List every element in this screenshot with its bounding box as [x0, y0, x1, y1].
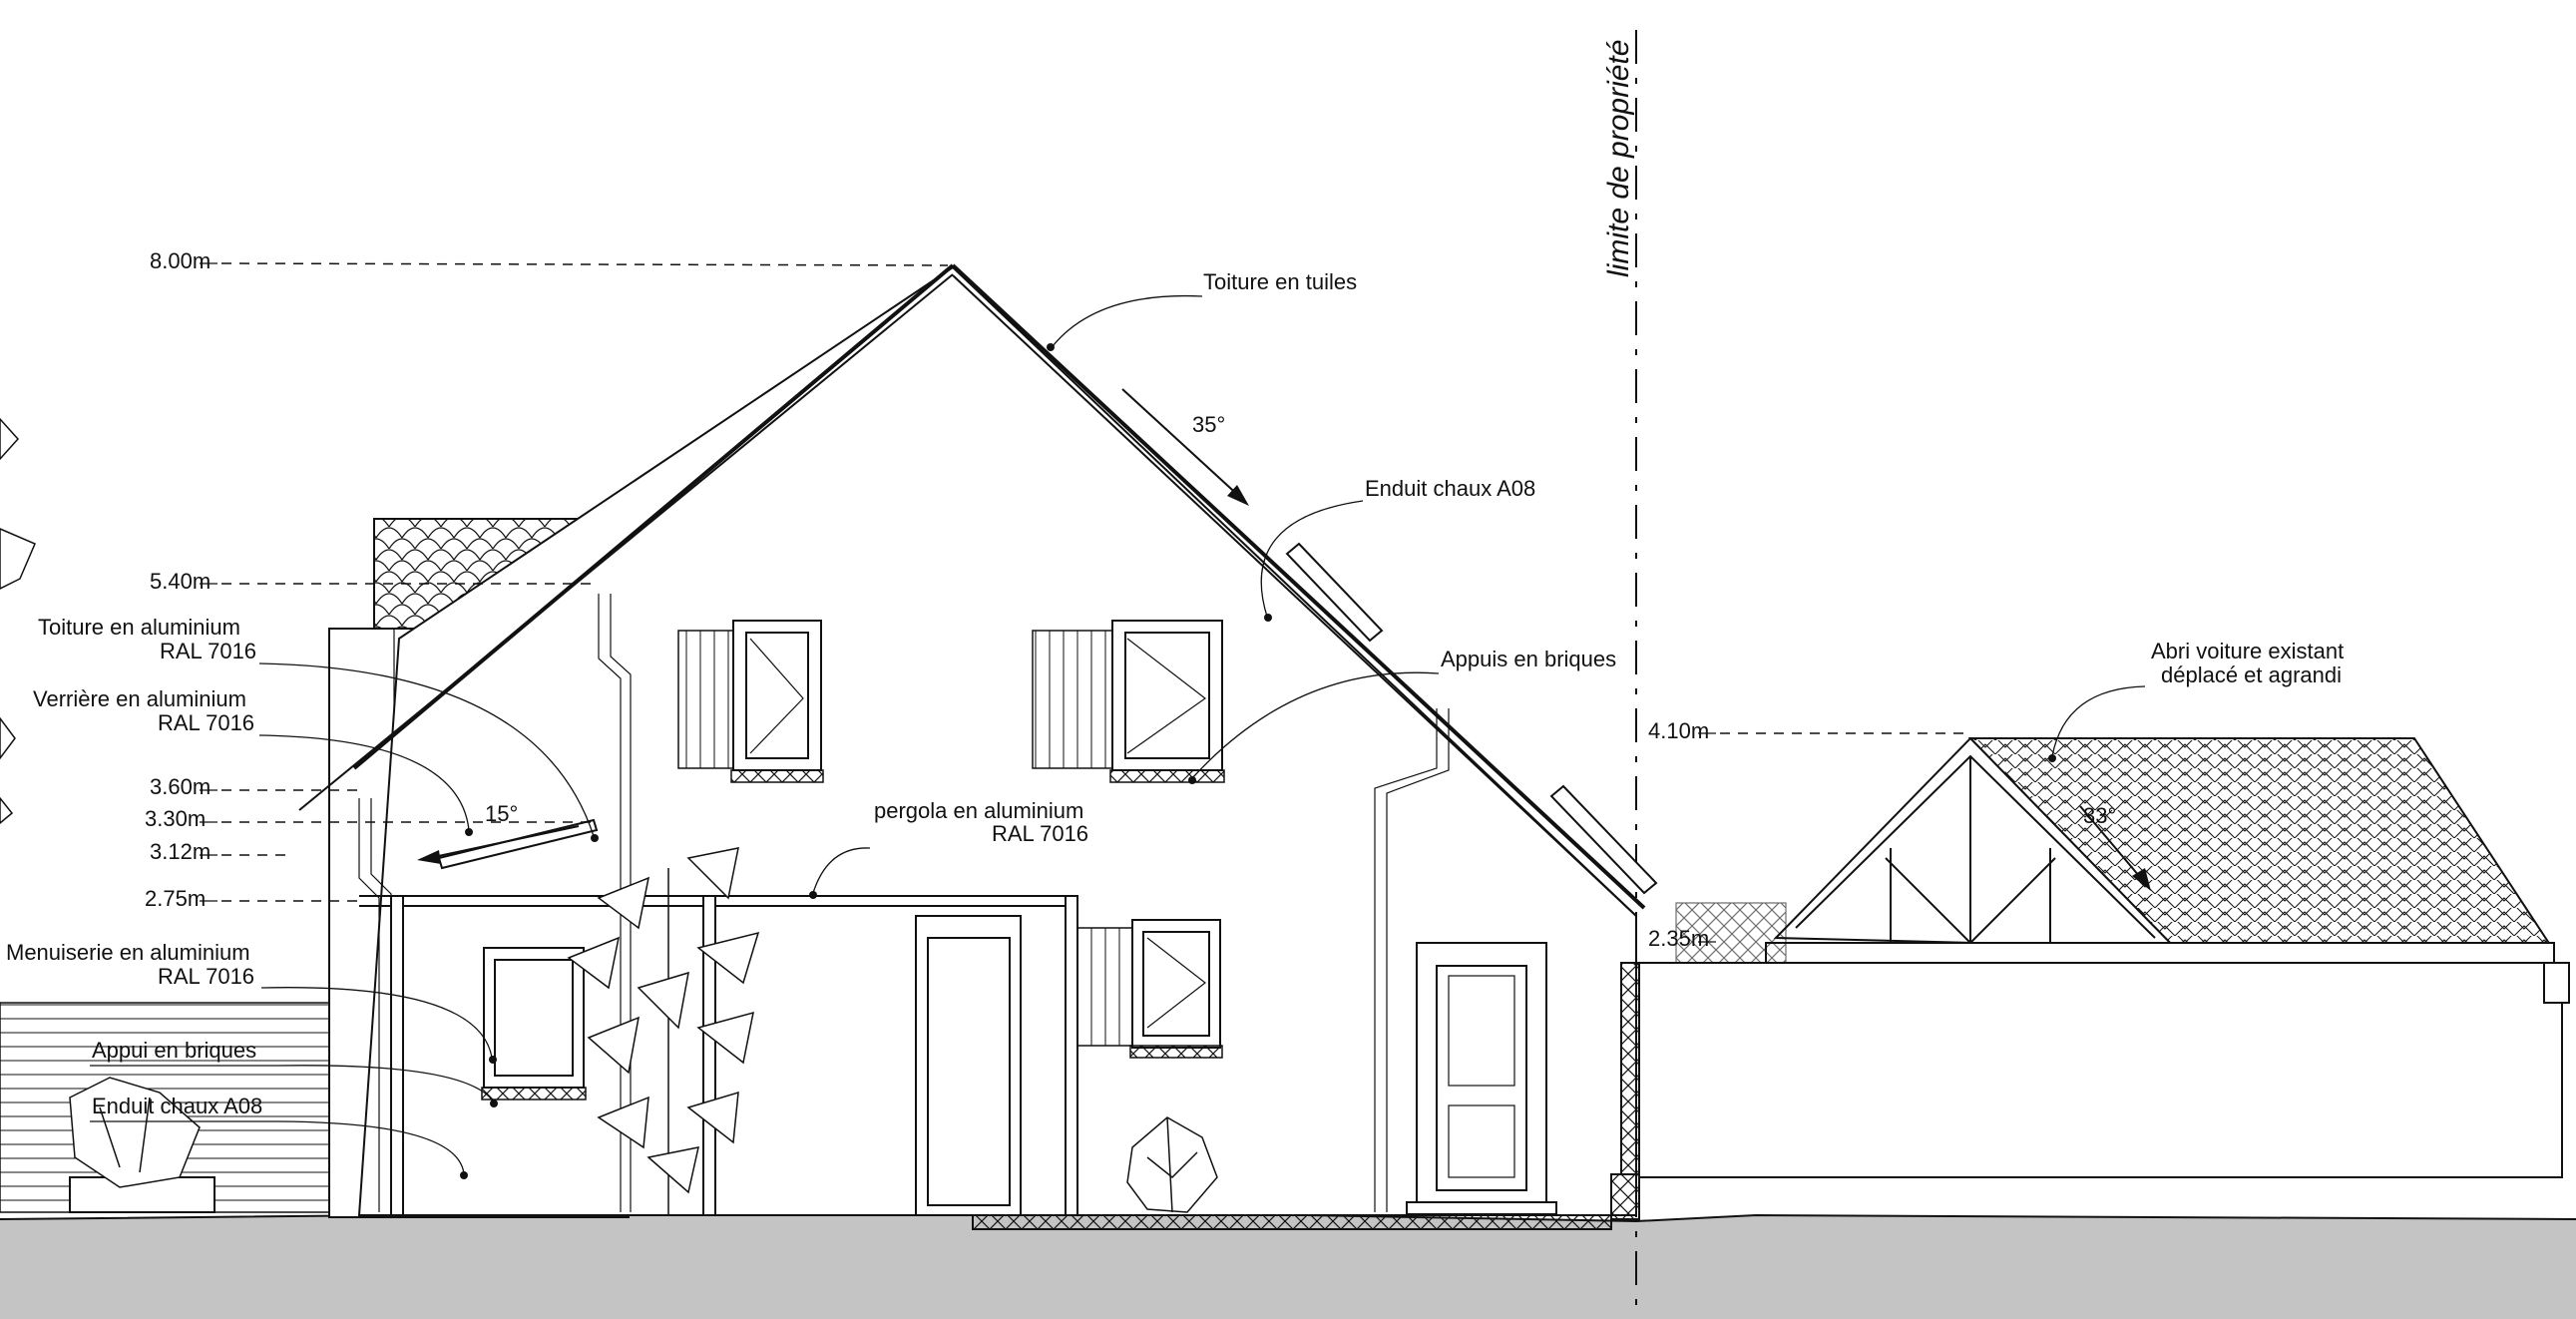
- svg-text:5.40m: 5.40m: [150, 569, 211, 594]
- note-verriere-aluminium: Verrière en aluminium RAL 7016: [33, 686, 473, 836]
- note-appuis-briques-right: Appuis en briques: [1188, 647, 1616, 784]
- svg-text:Toiture en tuiles: Toiture en tuiles: [1203, 269, 1357, 294]
- carport-slope: 33°: [2079, 803, 2151, 891]
- svg-text:Appui en briques: Appui en briques: [92, 1038, 256, 1063]
- tree-far-left: [0, 417, 36, 824]
- level-3-30: 3.30m: [145, 806, 599, 831]
- ground: [0, 1209, 2576, 1319]
- level-5-40: 5.40m: [150, 569, 599, 594]
- level-3-60: 3.60m: [150, 774, 359, 799]
- boundary-wall: [1638, 962, 2563, 1178]
- note-toiture-aluminium: Toiture en aluminium RAL 7016: [38, 615, 599, 842]
- svg-text:33°: 33°: [2083, 803, 2116, 828]
- main-roof-right-inner: [952, 274, 1637, 917]
- main-roof-left-inner: [298, 273, 954, 811]
- level-2-35: 2.35m: [1648, 926, 1716, 951]
- note-toiture-tuiles: Toiture en tuiles: [1047, 269, 1357, 351]
- carport-beam: [1765, 942, 2555, 964]
- boundary-wall-cap: [2543, 962, 2570, 1004]
- svg-text:8.00m: 8.00m: [150, 248, 211, 273]
- boundary-post-base: [1610, 1173, 1640, 1220]
- svg-text:2.75m: 2.75m: [145, 886, 206, 911]
- shrub-left: [69, 1077, 201, 1188]
- svg-text:Abri voiture existant: Abri voiture existant: [2151, 639, 2344, 663]
- note-enduit-chaux-left: Enduit chaux A08: [90, 1094, 468, 1179]
- entrance-door: [1406, 942, 1557, 1215]
- svg-text:Enduit chaux A08: Enduit chaux A08: [1365, 476, 1535, 501]
- svg-text:3.12m: 3.12m: [150, 839, 211, 864]
- tree-left: [567, 847, 760, 1215]
- level-8-00: 8.00m: [150, 248, 949, 273]
- veranda-glass: [437, 818, 599, 870]
- veranda-slope: 15°: [417, 801, 580, 864]
- svg-text:Menuiserie en aluminium: Menuiserie en aluminium: [6, 940, 250, 965]
- svg-text:Enduit chaux A08: Enduit chaux A08: [92, 1094, 262, 1118]
- svg-text:Toiture en aluminium: Toiture en aluminium: [38, 615, 240, 640]
- ground-window-right: [1076, 919, 1223, 1059]
- downpipe-right: [1374, 708, 1450, 1212]
- roof-window-1: [1285, 542, 1384, 643]
- svg-text:4.10m: 4.10m: [1648, 718, 1709, 743]
- svg-text:Verrière en aluminium: Verrière en aluminium: [33, 686, 246, 711]
- svg-text:15°: 15°: [485, 801, 518, 826]
- svg-text:3.60m: 3.60m: [150, 774, 211, 799]
- level-4-10: 4.10m: [1648, 718, 1970, 743]
- upper-window-right: [1032, 620, 1225, 783]
- note-abri-voiture: Abri voiture existant déplacé et agrandi: [2048, 639, 2344, 762]
- svg-text:RAL 7016: RAL 7016: [158, 964, 254, 989]
- svg-text:RAL 7016: RAL 7016: [992, 821, 1088, 846]
- upper-window-left: [677, 620, 824, 783]
- boundary-post: [1620, 962, 1640, 1175]
- svg-text:RAL 7016: RAL 7016: [160, 639, 256, 663]
- level-3-12: 3.12m: [150, 839, 289, 864]
- svg-text:RAL 7016: RAL 7016: [158, 710, 254, 735]
- level-2-75: 2.75m: [145, 886, 359, 911]
- glazed-door: [915, 915, 1022, 1216]
- property-limit-label: limite de propriété: [1602, 40, 1635, 277]
- note-pergola: pergola en aluminium RAL 7016: [809, 798, 1088, 899]
- svg-text:Appuis en briques: Appuis en briques: [1441, 647, 1616, 671]
- shrub-center: [1126, 1116, 1218, 1213]
- downpipe-left: [598, 594, 632, 1212]
- note-enduit-chaux-right: Enduit chaux A08: [1260, 476, 1535, 622]
- roof-window-2: [1549, 784, 1658, 895]
- note-appui-briques-left: Appui en briques: [90, 1038, 498, 1107]
- main-roof-right: [951, 263, 1646, 910]
- svg-text:déplacé et agrandi: déplacé et agrandi: [2161, 662, 2342, 687]
- terrace-slab: [972, 1214, 1612, 1230]
- svg-text:2.35m: 2.35m: [1648, 926, 1709, 951]
- carport-hedge: [1675, 902, 1787, 964]
- note-menuiserie-aluminium: Menuiserie en aluminium RAL 7016: [6, 940, 497, 1064]
- pergola: [359, 895, 1078, 1216]
- svg-text:3.30m: 3.30m: [145, 806, 206, 831]
- svg-text:pergola en aluminium: pergola en aluminium: [874, 798, 1083, 823]
- ground-window-left: [481, 947, 587, 1100]
- svg-text:35°: 35°: [1192, 412, 1225, 437]
- main-roof-slope: 35°: [1121, 388, 1249, 506]
